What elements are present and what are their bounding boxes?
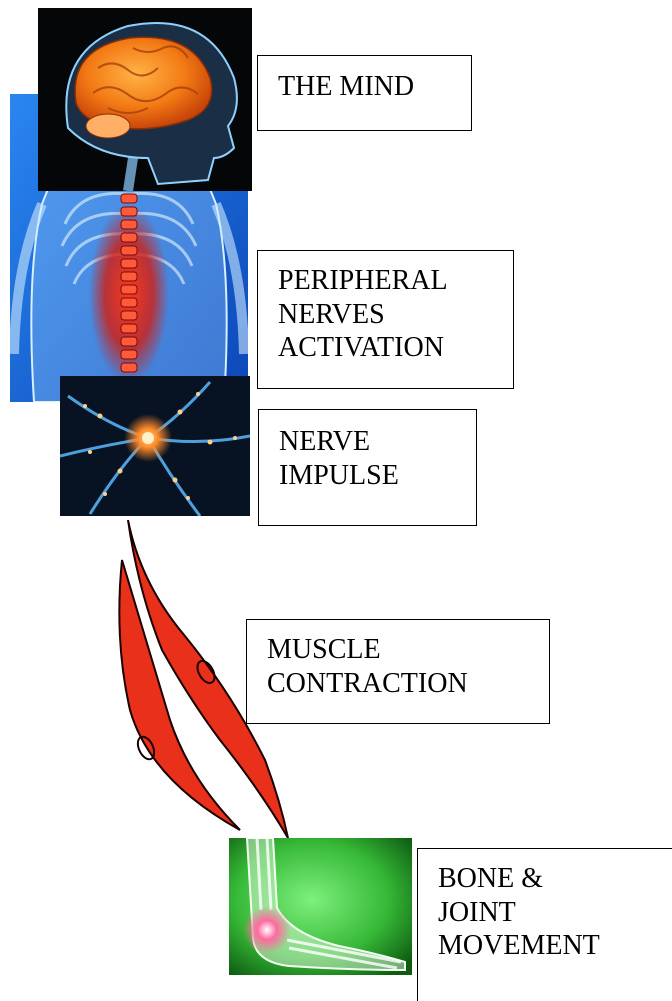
step-label-peripheral-nerves-activation: PERIPHERAL NERVES ACTIVATION <box>257 250 514 389</box>
neuron-icon <box>60 376 250 516</box>
step-label-bone-joint-movement: BONE & JOINT MOVEMENT <box>417 848 672 1001</box>
foot-illustration <box>229 838 412 975</box>
brain-icon <box>38 8 252 191</box>
neuron-illustration <box>60 376 250 516</box>
brain-illustration <box>38 8 252 191</box>
step-label-the-mind: THE MIND <box>257 55 472 131</box>
step-label-muscle-contraction: MUSCLE CONTRACTION <box>246 619 550 724</box>
foot-bone-icon <box>229 838 412 975</box>
step-label-nerve-impulse: NERVE IMPULSE <box>258 409 477 526</box>
